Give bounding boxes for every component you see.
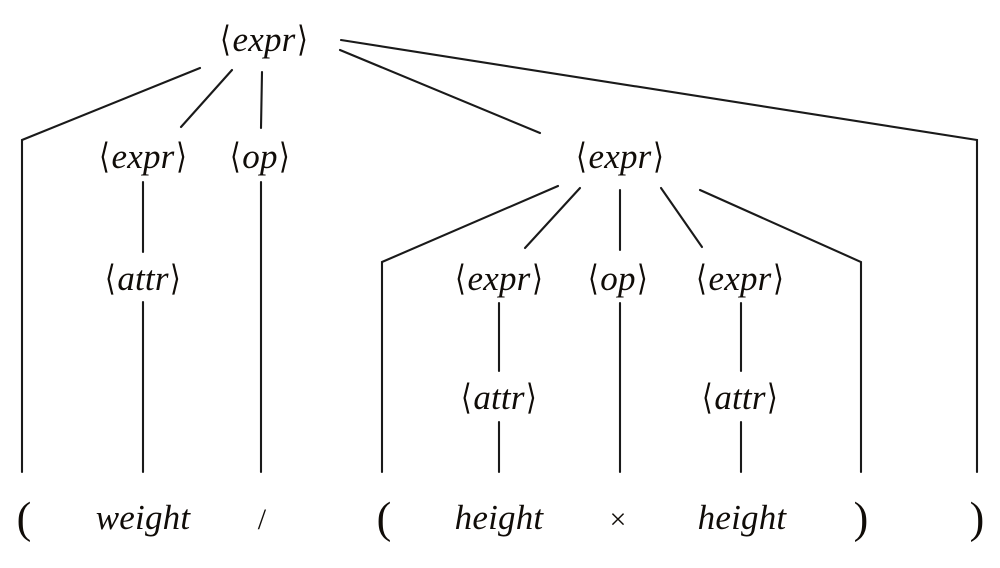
nonterminal-node-attr: ⟨attr⟩: [103, 259, 182, 299]
tree-edge: [339, 38, 979, 474]
angle-open-icon: ⟨: [576, 137, 587, 176]
terminal-node-height: height: [698, 498, 787, 538]
angle-close-icon: ⟩: [637, 259, 649, 298]
edge-group: [20, 38, 979, 474]
angle-close-icon: ⟩: [653, 137, 664, 176]
angle-close-icon: ⟩: [297, 20, 308, 59]
terminal-node-paren: ): [854, 493, 869, 544]
tree-edge: [659, 186, 704, 249]
terminal-node-paren: ): [970, 493, 985, 544]
terminal-label: /: [257, 503, 267, 536]
tree-edge: [338, 48, 542, 135]
nonterminal-label: expr: [708, 259, 772, 298]
terminal-label: ): [969, 493, 985, 543]
tree-edge: [698, 188, 863, 474]
terminal-label: ): [853, 493, 869, 543]
nonterminal-node-attr: ⟨attr⟩: [459, 378, 538, 418]
terminal-label: height: [697, 498, 787, 537]
nonterminal-node-expr: ⟨expr⟩: [575, 137, 666, 177]
angle-close-icon: ⟩: [176, 137, 187, 176]
nonterminal-label: op: [600, 259, 636, 298]
terminal-label: height: [454, 498, 544, 537]
terminal-label: (: [16, 493, 32, 543]
terminal-label: ×: [609, 503, 627, 536]
terminal-label: (: [376, 493, 392, 543]
angle-open-icon: ⟨: [229, 137, 241, 176]
angle-close-icon: ⟩: [532, 259, 543, 298]
tree-edge: [20, 66, 202, 474]
nonterminal-label: attr: [473, 378, 525, 417]
angle-close-icon: ⟩: [170, 259, 182, 298]
terminal-node-height: height: [455, 498, 544, 538]
terminal-node-weight: weight: [96, 498, 191, 538]
nonterminal-node-expr: ⟨expr⟩: [98, 137, 189, 177]
angle-close-icon: ⟩: [773, 259, 784, 298]
nonterminal-label: expr: [588, 137, 652, 176]
nonterminal-label: expr: [467, 259, 531, 298]
angle-open-icon: ⟨: [99, 137, 110, 176]
angle-open-icon: ⟨: [220, 20, 231, 59]
terminal-node-operator: ×: [609, 498, 626, 538]
tree-edge: [179, 68, 234, 129]
angle-close-icon: ⟩: [526, 378, 538, 417]
angle-open-icon: ⟨: [460, 378, 472, 417]
nonterminal-label: expr: [111, 137, 175, 176]
nonterminal-label: op: [242, 137, 278, 176]
nonterminal-node-attr: ⟨attr⟩: [700, 378, 779, 418]
angle-close-icon: ⟩: [279, 137, 291, 176]
tree-edge: [523, 186, 582, 250]
nonterminal-node-expr: ⟨expr⟩: [454, 259, 545, 299]
nonterminal-label: attr: [117, 259, 169, 298]
terminal-label: weight: [95, 498, 191, 537]
angle-open-icon: ⟨: [104, 259, 116, 298]
angle-open-icon: ⟨: [455, 259, 466, 298]
angle-close-icon: ⟩: [767, 378, 779, 417]
terminal-node-paren: (: [377, 493, 392, 544]
nonterminal-label: attr: [714, 378, 766, 417]
tree-edge: [380, 184, 560, 474]
nonterminal-node-expr: ⟨expr⟩: [695, 259, 786, 299]
nonterminal-node-expr: ⟨expr⟩: [219, 20, 310, 60]
tree-edge: [259, 70, 264, 130]
angle-open-icon: ⟨: [696, 259, 707, 298]
angle-open-icon: ⟨: [587, 259, 599, 298]
terminal-node-operator: /: [258, 498, 267, 538]
nonterminal-node-op: ⟨op⟩: [228, 137, 291, 177]
nonterminal-node-op: ⟨op⟩: [586, 259, 649, 299]
nonterminal-label: expr: [232, 20, 296, 59]
terminal-node-paren: (: [17, 493, 32, 544]
angle-open-icon: ⟨: [701, 378, 713, 417]
